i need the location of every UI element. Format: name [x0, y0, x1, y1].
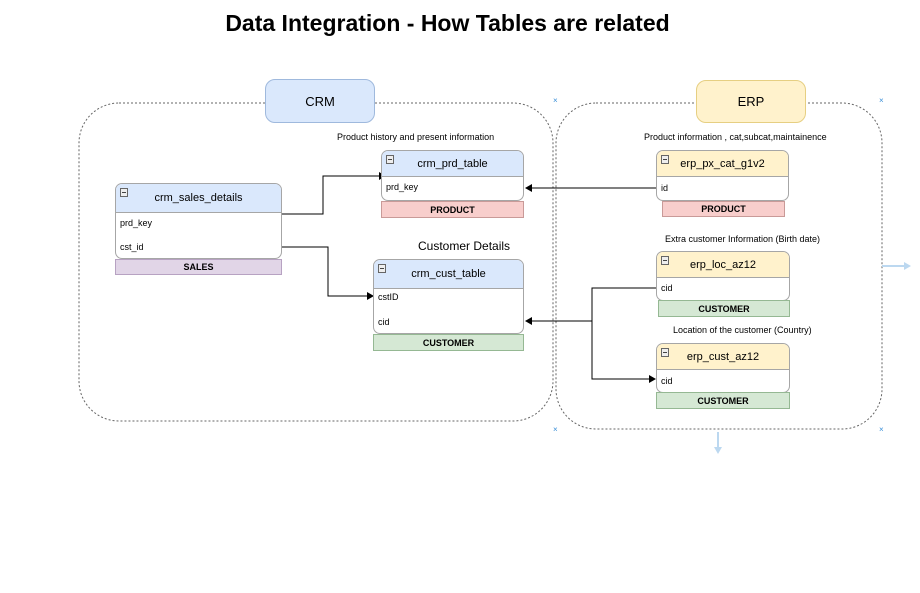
- selection-arrowhead-down: [714, 447, 722, 454]
- field-cstid: cstID: [378, 292, 399, 302]
- field-cid: cid: [661, 283, 673, 293]
- diagram-title: Data Integration - How Tables are relate…: [225, 10, 670, 36]
- collapse-icon[interactable]: [386, 155, 394, 164]
- collapse-icon[interactable]: [661, 155, 669, 164]
- table-crm-cust-table[interactable]: crm_cust_table cstID cid: [373, 259, 524, 334]
- table-erp-cust-az12[interactable]: erp_cust_az12 cid: [656, 343, 790, 393]
- table-header: erp_px_cat_g1v2: [657, 151, 788, 177]
- link-sales-cust: [281, 246, 367, 297]
- field-id: id: [661, 183, 669, 193]
- table-name: crm_cust_table: [411, 268, 486, 280]
- product-tag: PRODUCT: [381, 201, 524, 218]
- arrowhead: [649, 375, 656, 383]
- customer-tag: CUSTOMER: [658, 300, 790, 317]
- collapse-icon[interactable]: [661, 348, 669, 357]
- collapse-icon[interactable]: [120, 188, 128, 197]
- table-name: erp_loc_az12: [689, 258, 757, 271]
- selection-arrowhead-right: [904, 262, 911, 270]
- note-product-history: Product history and present information: [337, 132, 495, 142]
- field-cst-id: cst_id: [120, 242, 144, 252]
- customer-tag: CUSTOMER: [656, 392, 790, 409]
- field-cid: cid: [378, 317, 390, 327]
- note-customer-details: Customer Details: [418, 239, 511, 253]
- field-cid: cid: [661, 376, 673, 386]
- link-loc-cust: [532, 287, 658, 322]
- handle-mark: ×: [879, 425, 884, 434]
- arrowhead: [525, 184, 532, 192]
- note-customer-location: Location of the customer (Country): [673, 325, 812, 335]
- table-name: erp_px_cat_g1v2: [680, 157, 765, 170]
- table-crm-prd-table[interactable]: crm_prd_table prd_key: [381, 150, 524, 201]
- handle-mark: ×: [879, 96, 884, 105]
- note-extra-customer-info: Extra customer Information (Birth date): [665, 234, 821, 244]
- arrowhead: [525, 317, 532, 325]
- handle-mark: ×: [553, 96, 558, 105]
- table-erp-loc-az12[interactable]: erp_loc_az12 cid: [656, 251, 790, 301]
- sales-tag: SALES: [115, 259, 282, 275]
- table-header: crm_cust_table: [374, 260, 523, 289]
- table-erp-px-cat-g1v2[interactable]: erp_px_cat_g1v2 id: [656, 150, 789, 201]
- field-prd-key: prd_key: [386, 182, 419, 192]
- collapse-icon[interactable]: [378, 264, 386, 273]
- erp-group-boundary: [555, 102, 883, 430]
- table-name: crm_sales_details: [154, 192, 243, 204]
- table-header: erp_loc_az12: [657, 252, 789, 278]
- link-sales-prd: [281, 175, 379, 215]
- crm-group-label[interactable]: CRM: [265, 79, 375, 123]
- link-loc-erpcust: [591, 321, 649, 380]
- table-name: crm_prd_table: [417, 157, 488, 170]
- handle-mark: ×: [553, 425, 558, 434]
- note-product-information: Product information , cat,subcat,maintai…: [644, 132, 827, 142]
- table-crm-sales-details[interactable]: crm_sales_details prd_key cst_id: [115, 183, 282, 259]
- arrowhead: [367, 292, 374, 300]
- table-name: erp_cust_az12: [686, 350, 760, 363]
- field-prd-key: prd_key: [120, 218, 153, 228]
- table-header: crm_prd_table: [382, 151, 523, 177]
- erp-group-label[interactable]: ERP: [696, 80, 806, 123]
- customer-tag: CUSTOMER: [373, 334, 524, 351]
- product-tag: PRODUCT: [662, 201, 785, 217]
- collapse-icon[interactable]: [661, 256, 669, 265]
- table-header: erp_cust_az12: [657, 344, 789, 370]
- table-header: crm_sales_details: [116, 184, 281, 213]
